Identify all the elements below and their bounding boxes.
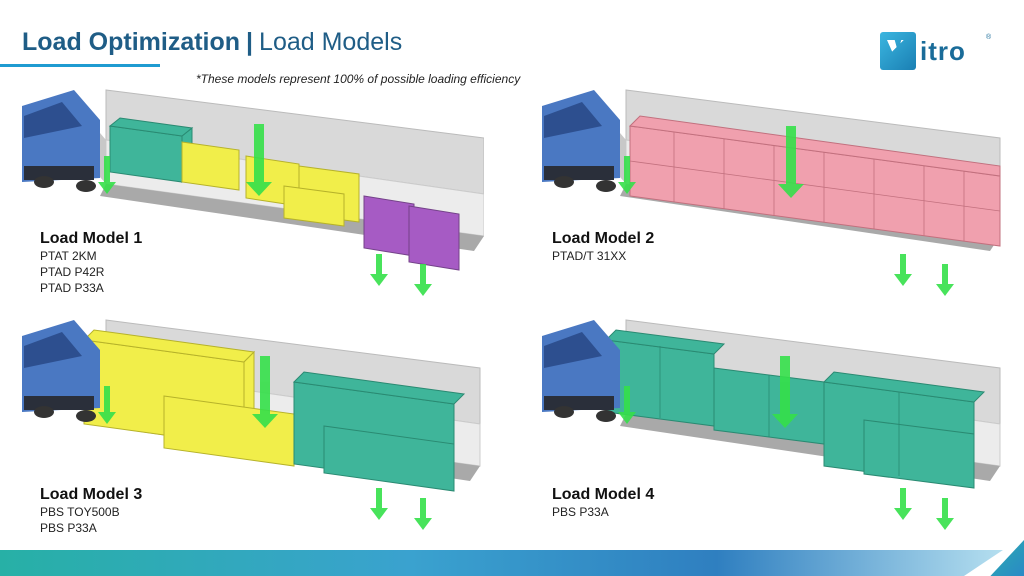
truck-illustration-model-1 xyxy=(14,86,484,306)
load-model-1-item-2: PTAD P42R xyxy=(40,265,105,279)
title-primary: Load Optimization xyxy=(22,28,241,56)
load-model-2-label: Load Model 2 PTAD/T 31XX xyxy=(552,230,654,264)
load-model-3-name: Load Model 3 xyxy=(40,486,143,503)
efficiency-note: *These models represent 100% of possible… xyxy=(196,72,521,86)
load-model-2-item-1: PTAD/T 31XX xyxy=(552,249,627,263)
load-model-1-name: Load Model 1 xyxy=(40,230,143,247)
load-model-3-item-2: PBS P33A xyxy=(40,521,97,535)
truck-2-svg xyxy=(542,89,1001,296)
truck-illustration-model-2 xyxy=(534,86,1004,306)
truck-1-svg xyxy=(22,89,484,296)
truck-illustration-model-3 xyxy=(14,316,484,546)
load-model-2-name: Load Model 2 xyxy=(552,230,655,247)
load-model-1-label: Load Model 1 PTAT 2KM PTAD P42R PTAD P33… xyxy=(40,230,142,296)
load-model-4-item-1: PBS P33A xyxy=(552,505,609,519)
load-model-1-item-3: PTAD P33A xyxy=(40,281,104,295)
load-model-3-label: Load Model 3 PBS TOY500B PBS P33A xyxy=(40,486,142,536)
logo-wordmark: itro xyxy=(920,36,966,66)
title-separator: | xyxy=(246,28,254,56)
load-model-4-label: Load Model 4 PBS P33A xyxy=(552,486,654,520)
registered-mark: ® xyxy=(986,34,992,41)
page-title: Load Optimization|Load Models xyxy=(22,28,402,57)
truck-4-svg xyxy=(542,319,1001,530)
truck-illustration-model-4 xyxy=(534,316,1004,546)
vitro-logo-icon xyxy=(880,32,916,70)
load-model-4-name: Load Model 4 xyxy=(552,486,655,503)
title-secondary: Load Models xyxy=(259,28,403,56)
footer-band xyxy=(0,550,1024,576)
load-model-1-item-1: PTAT 2KM xyxy=(40,249,97,263)
vitro-logo: itro ® xyxy=(880,32,992,72)
title-underline xyxy=(0,64,160,67)
truck-3-svg xyxy=(22,319,481,530)
load-model-3-item-1: PBS TOY500B xyxy=(40,505,120,519)
